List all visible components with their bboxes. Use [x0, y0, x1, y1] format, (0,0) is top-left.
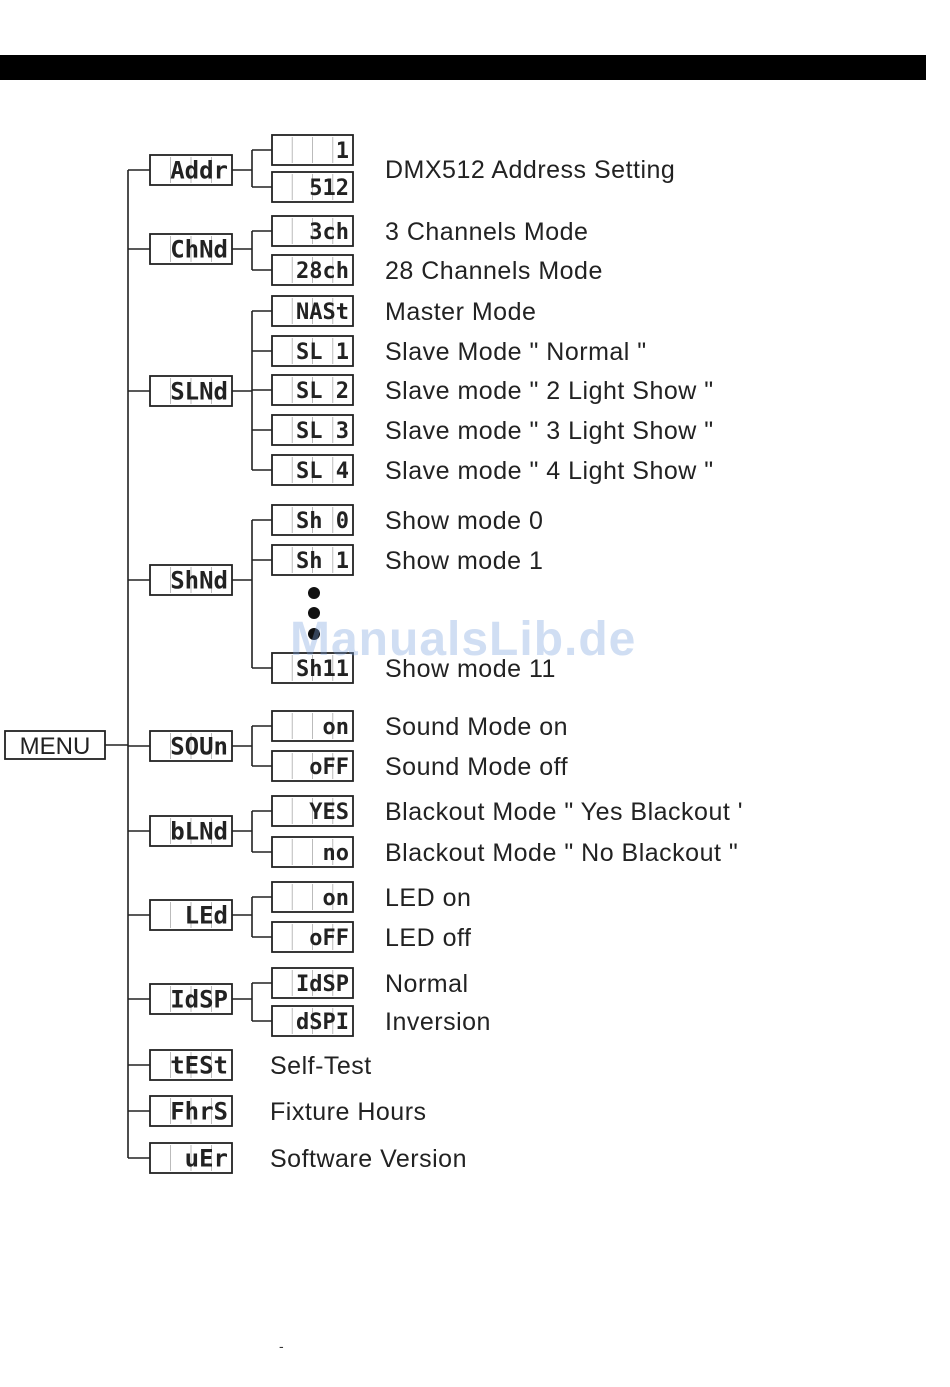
menu-root-frame	[4, 730, 106, 760]
menu-root-label: MENU	[20, 733, 91, 760]
option-code-1-2: 512	[309, 176, 349, 201]
option-code-1-1: 1	[336, 139, 349, 164]
option-code-7-1: on	[323, 886, 350, 911]
option-description: 3 Channels Mode	[385, 218, 588, 246]
option-description: LED on	[385, 884, 471, 912]
ellipsis-dot	[308, 587, 320, 599]
option-code-3-5: SL 4	[296, 459, 349, 484]
option-description: Slave mode " 3 Light Show "	[385, 417, 714, 445]
option-description: Show mode 1	[385, 547, 543, 575]
option-code-5-1: on	[323, 715, 350, 740]
option-code-7-2: oFF	[309, 926, 349, 951]
option-description: Sound Mode on	[385, 713, 568, 741]
menu-description: Fixture Hours	[270, 1098, 427, 1126]
option-description: Normal	[385, 970, 469, 998]
option-description: Show mode 0	[385, 507, 543, 535]
menu-code-4: ShNd	[170, 567, 228, 595]
menu-code-9: tESt	[170, 1052, 228, 1080]
option-code-3-3: SL 2	[296, 379, 349, 404]
option-code-8-1: IdSP	[296, 972, 349, 997]
option-code-3-1: NASt	[296, 300, 349, 325]
menu-code-7: LEd	[185, 902, 228, 930]
menu-description: Self-Test	[270, 1052, 372, 1080]
option-code-2-2: 28ch	[296, 259, 349, 284]
option-description: Master Mode	[385, 298, 536, 326]
menu-code-10: FhrS	[170, 1098, 228, 1126]
footer-mark: -	[279, 1338, 284, 1354]
option-description: DMX512 Address Setting	[385, 156, 675, 184]
menu-code-2: ChNd	[170, 236, 228, 264]
menu-code-5: SOUn	[170, 733, 228, 761]
option-code-6-2: no	[323, 841, 350, 866]
menu-code-11: uEr	[185, 1145, 228, 1173]
option-code-3-2: SL 1	[296, 340, 349, 365]
option-description: Blackout Mode " No Blackout "	[385, 839, 738, 867]
menu-description: Software Version	[270, 1145, 467, 1173]
option-code-2-1: 3ch	[309, 220, 349, 245]
option-description: 28 Channels Mode	[385, 257, 603, 285]
option-description: Show mode 11	[385, 655, 556, 683]
option-code-8-2: dSPI	[296, 1010, 349, 1035]
watermark: ManualsLib.de	[290, 613, 637, 666]
option-code-3-4: SL 3	[296, 419, 349, 444]
option-description: Sound Mode off	[385, 753, 568, 781]
ellipsis-dot	[308, 607, 320, 619]
option-description: LED off	[385, 924, 471, 952]
menu-code-6: bLNd	[170, 818, 228, 846]
header-bar	[0, 55, 926, 80]
option-code-5-2: oFF	[309, 755, 349, 780]
option-code-6-1: YES	[309, 800, 349, 825]
option-code-4-2: Sh 1	[296, 549, 349, 574]
ellipsis-dot	[308, 628, 320, 640]
option-description: Slave mode " 2 Light Show "	[385, 377, 714, 405]
option-description: Slave Mode " Normal "	[385, 338, 647, 366]
menu-code-8: IdSP	[170, 986, 228, 1014]
menu-code-1: Addr	[170, 157, 228, 185]
menu-code-3: SLNd	[170, 378, 228, 406]
option-code-4-3: Sh11	[296, 657, 349, 682]
option-description: Inversion	[385, 1008, 491, 1036]
option-description: Blackout Mode " Yes Blackout '	[385, 798, 743, 826]
option-code-4-1: Sh 0	[296, 509, 349, 534]
option-description: Slave mode " 4 Light Show "	[385, 457, 714, 485]
